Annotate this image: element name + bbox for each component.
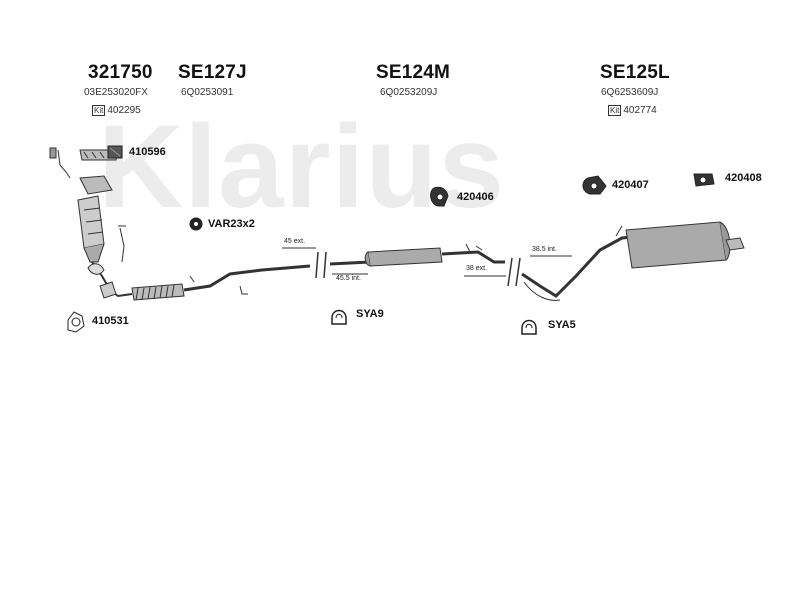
klarius-watermark-logo: Klarius <box>98 101 506 233</box>
gasket-410531-icon <box>67 311 85 333</box>
accessory-410596: 410596 <box>129 146 166 158</box>
rear-silencer-icon <box>521 221 745 301</box>
accessory-420408: 420408 <box>725 172 762 184</box>
clamp-sya5-icon <box>521 319 537 335</box>
accessory-410531: 410531 <box>92 315 129 327</box>
clamp-410596-icon <box>107 145 123 159</box>
kit-number-321750: Kit 402295 <box>92 105 141 116</box>
catalytic-converter-icon <box>49 147 119 263</box>
part-code-321750: 321750 <box>88 62 153 83</box>
hanger-420408-icon <box>693 173 715 187</box>
accessory-var23x2: VAR23x2 <box>208 218 255 230</box>
kit-value: 402295 <box>107 105 141 116</box>
oe-number-se124m: 6Q0253209J <box>380 87 438 98</box>
kit-label: Kit <box>92 105 106 116</box>
part-code-se124m: SE124M <box>376 62 451 83</box>
dimension-45-5-int: 45.5 int. <box>336 275 361 282</box>
accessory-sya5: SYA5 <box>548 319 576 331</box>
accessory-420406: 420406 <box>457 191 494 203</box>
part-code-se125l: SE125L <box>600 62 670 83</box>
dimension-38-5-int: 38.5 int. <box>532 246 557 253</box>
hanger-420406-icon <box>430 186 449 207</box>
part-code-se127j: SE127J <box>178 62 247 83</box>
accessory-420407: 420407 <box>612 179 649 191</box>
oe-number-321750: 03E253020FX <box>84 87 148 98</box>
front-pipe-icon <box>87 225 311 301</box>
centre-silencer-icon <box>329 243 505 267</box>
oe-number-se127j: 6Q0253091 <box>181 87 234 98</box>
oe-number-se125l: 6Q6253609J <box>601 87 659 98</box>
kit-number-se125l: Kit 402774 <box>608 105 657 116</box>
clamp-sya9-icon <box>331 309 347 325</box>
kit-value: 402774 <box>623 105 657 116</box>
accessory-sya9: SYA9 <box>356 308 384 320</box>
dimension-38-ext: 38 ext. <box>466 265 488 272</box>
dimension-45-ext: 45 ext. <box>284 238 306 245</box>
kit-label: Kit <box>608 105 622 116</box>
var-ring-icon <box>189 217 203 231</box>
hanger-420407-icon <box>582 175 607 195</box>
